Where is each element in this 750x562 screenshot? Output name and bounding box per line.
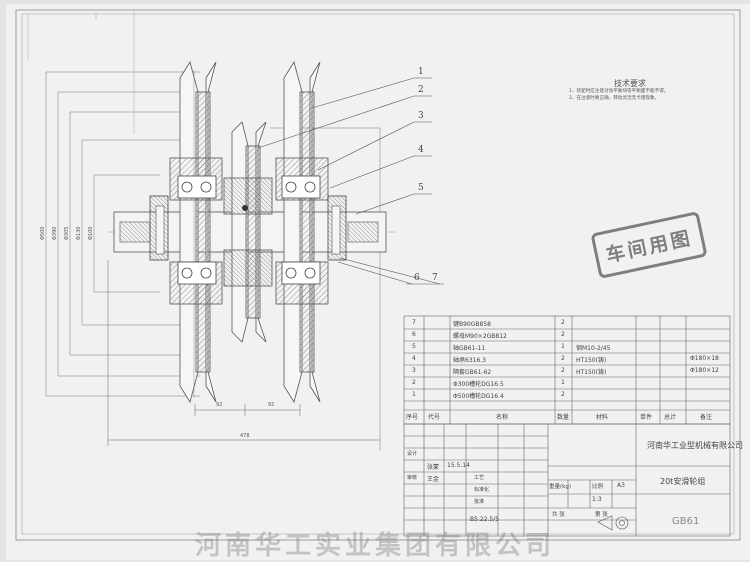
bom-code: 隔套GB61-62 [453, 369, 492, 376]
design-date: 15.5.14 [447, 462, 470, 469]
title-block-grid [403, 423, 731, 537]
bom-qty: 2 [561, 391, 565, 398]
bearings [177, 175, 321, 285]
bom-code: 轴承6316.3 [453, 357, 486, 364]
bom-qty: 2 [561, 367, 565, 374]
bom-code: Φ500槽轮DG16.4 [453, 393, 504, 400]
bom-note: Φ180×18 [690, 355, 719, 362]
bom-no: 5 [412, 343, 416, 350]
scale-value: 1:3 [592, 496, 602, 503]
bom-header-name: 名称 [496, 414, 509, 421]
diameter-dimension-lines [45, 71, 381, 450]
bom-header-no: 序号 [406, 414, 419, 421]
callout-1: 1 [418, 67, 424, 77]
bom-qty: 2 [561, 331, 565, 338]
bom-no: 4 [412, 355, 416, 362]
bom-no: 7 [412, 319, 416, 326]
bom-qty: 2 [561, 355, 565, 362]
callout-leaders [257, 77, 444, 285]
callout-4: 4 [418, 145, 424, 155]
bom-no: 2 [412, 379, 416, 386]
sheet-size: A3 [617, 482, 625, 489]
company-watermark: 河南华工实业集团有限公司 [195, 531, 556, 561]
dim-diam-shaft: Φ100 [88, 226, 94, 240]
sheet-label: 第 张 [595, 512, 608, 518]
dim-diam-large: Φ500 [40, 226, 46, 240]
role-label: 审核 [407, 475, 418, 481]
bom-header-total-wt: 总计 [664, 414, 677, 421]
dim-diam-small: Φ305 [64, 226, 70, 240]
technical-notes: 技术要求 1、装配时应注意对动平衡块等平衡面不能不得。 2、在注意时要正确，转动… [569, 78, 725, 102]
bom-header-code: 代号 [428, 414, 441, 421]
projection-symbol-icon [597, 515, 629, 531]
bom-header-note: 备注 [700, 414, 713, 421]
bom-material: 钢M10-2/45 [576, 345, 611, 352]
scale-label: 比例 [592, 484, 604, 490]
signature-note: B5.22.5/5 [470, 516, 500, 523]
designer-name: 张蒙 [427, 464, 440, 471]
bom-no: 1 [412, 391, 416, 398]
callout-7: 7 [432, 273, 438, 283]
dim-diam-hub: Φ130 [76, 226, 82, 240]
bom-header-unit-wt: 单件 [640, 414, 653, 421]
role-label: 标准化 [474, 487, 490, 493]
company-name: 河南华工业型机械有限公司 [647, 441, 743, 450]
bom-note: Φ180×12 [690, 367, 719, 374]
dim-span-left: 92 [216, 402, 223, 408]
callout-5: 5 [418, 183, 424, 193]
notes-title: 技术要求 [614, 79, 646, 88]
drawing-number: GB61 [672, 516, 700, 527]
weight-label: 重量(kg) [549, 484, 571, 490]
callout-2: 2 [418, 85, 424, 95]
outer-border [15, 9, 741, 541]
bottom-dimensions [107, 260, 380, 446]
notes-line: 1、装配时应注意对动平衡块等平衡面不能不得。 [569, 89, 669, 94]
bom-material: HT150(铸) [576, 357, 607, 364]
callout-3: 3 [418, 111, 424, 121]
bom-qty: 1 [561, 343, 565, 350]
bom-code: 键B90GB858 [453, 321, 491, 328]
bom-qty: 2 [561, 319, 565, 326]
bom-no: 6 [412, 331, 416, 338]
bom-header-material: 材料 [596, 414, 609, 421]
bom-no: 3 [412, 367, 416, 374]
notes-line: 2、在注意时要正确，转动灵活无卡阻现象。 [569, 95, 660, 101]
bom-table-grid [403, 315, 731, 425]
bom-code: Φ300槽轮DG16.5 [453, 381, 504, 388]
sheets-label: 共 张 [552, 512, 565, 518]
bom-code: 螺母M90×2GB812 [453, 333, 507, 340]
oil-hole [242, 205, 248, 211]
role-label: 工艺 [474, 475, 485, 481]
dim-overall-width: 478 [240, 433, 250, 439]
bom-qty: 1 [561, 379, 565, 386]
role-label: 设计 [407, 451, 418, 457]
dim-diam-mid: Φ390 [52, 226, 58, 240]
bom-material: HT150(铸) [576, 369, 607, 376]
drawing-name: 20t安滑轮组 [660, 477, 706, 486]
callout-6: 6 [414, 273, 420, 283]
bom-header-qty: 数量 [557, 414, 570, 421]
role-label: 批准 [474, 499, 485, 505]
checker-name: 王金 [427, 476, 440, 483]
bom-code: 轴GB61-11 [453, 345, 486, 352]
dim-span-right: 92 [268, 402, 275, 408]
